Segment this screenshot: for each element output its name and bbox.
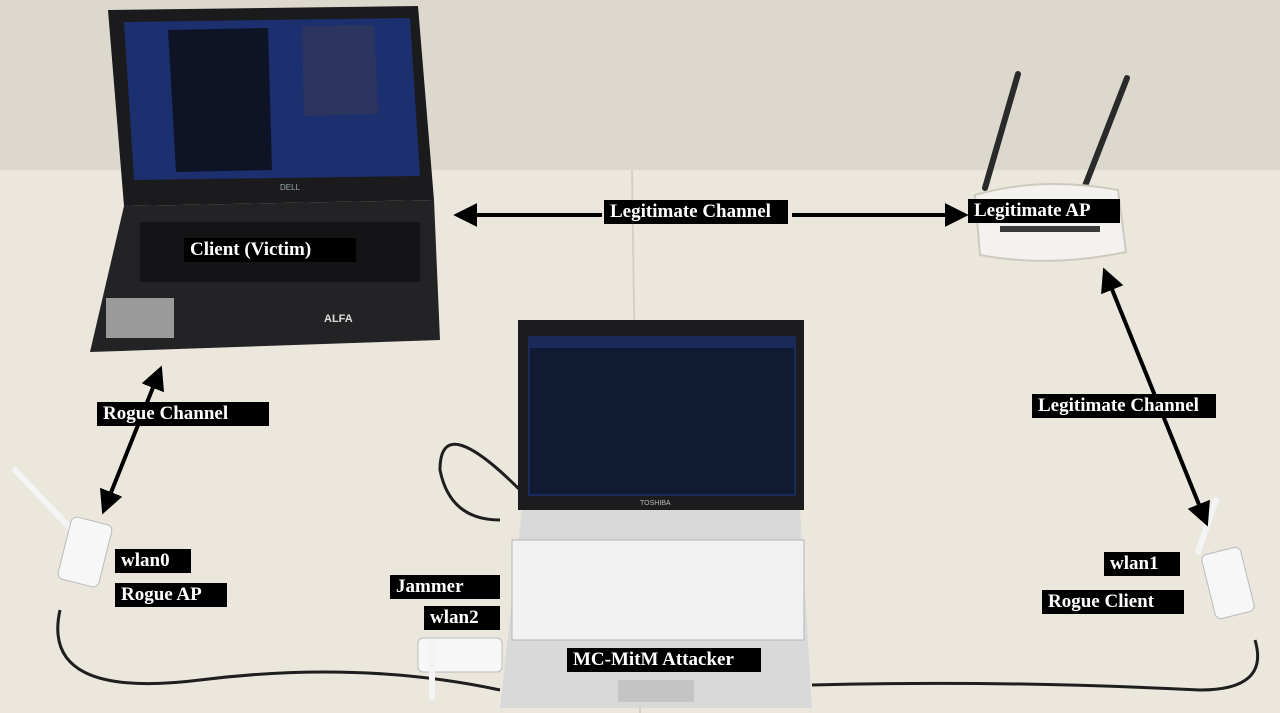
mitm-attacker-label: MC-MitM Attacker [567, 648, 761, 672]
router-antenna-left [982, 71, 1021, 191]
arrow-rogue-channel [99, 365, 165, 515]
rogue-client-label: Rogue Client [1042, 590, 1184, 614]
toshiba-logo: TOSHIBA [640, 500, 671, 507]
legitimate-ap-label: Legitimate AP [968, 199, 1120, 223]
victim-laptop: DELL ALFA [90, 6, 440, 352]
wlan2-adapter [417, 637, 503, 701]
attacker-touchpad [618, 680, 694, 702]
attacker-terminal [530, 348, 794, 494]
client-victim-label: Client (Victim) [184, 238, 356, 262]
rogue-ap-label: Rogue AP [115, 583, 227, 607]
router-antenna-right [1082, 75, 1130, 189]
wlan0-adapter [12, 467, 113, 588]
wlan1-label: wlan1 [1104, 552, 1180, 576]
wlan0-antenna [12, 467, 75, 533]
wlan1-body [1201, 546, 1255, 620]
alfa-sticker: ALFA [324, 313, 353, 325]
wlan2-label: wlan2 [424, 606, 500, 630]
router-led-strip [1000, 226, 1100, 232]
legitimate-channel-label-right: Legitimate Channel [1032, 394, 1216, 418]
victim-touchpad [106, 298, 174, 338]
jammer-label: Jammer [390, 575, 500, 599]
attacker-keyboard [511, 539, 805, 641]
cable-attacker [56, 442, 1260, 692]
legitimate-channel-label-top: Legitimate Channel [604, 200, 788, 224]
wlan0-label: wlan0 [115, 549, 191, 573]
wlan0-body [57, 516, 113, 588]
dell-logo: DELL [280, 183, 301, 192]
victim-wifi-menu [302, 25, 378, 116]
wlan2-body [417, 637, 503, 673]
rogue-channel-label: Rogue Channel [97, 402, 269, 426]
victim-terminal-window [168, 28, 272, 172]
